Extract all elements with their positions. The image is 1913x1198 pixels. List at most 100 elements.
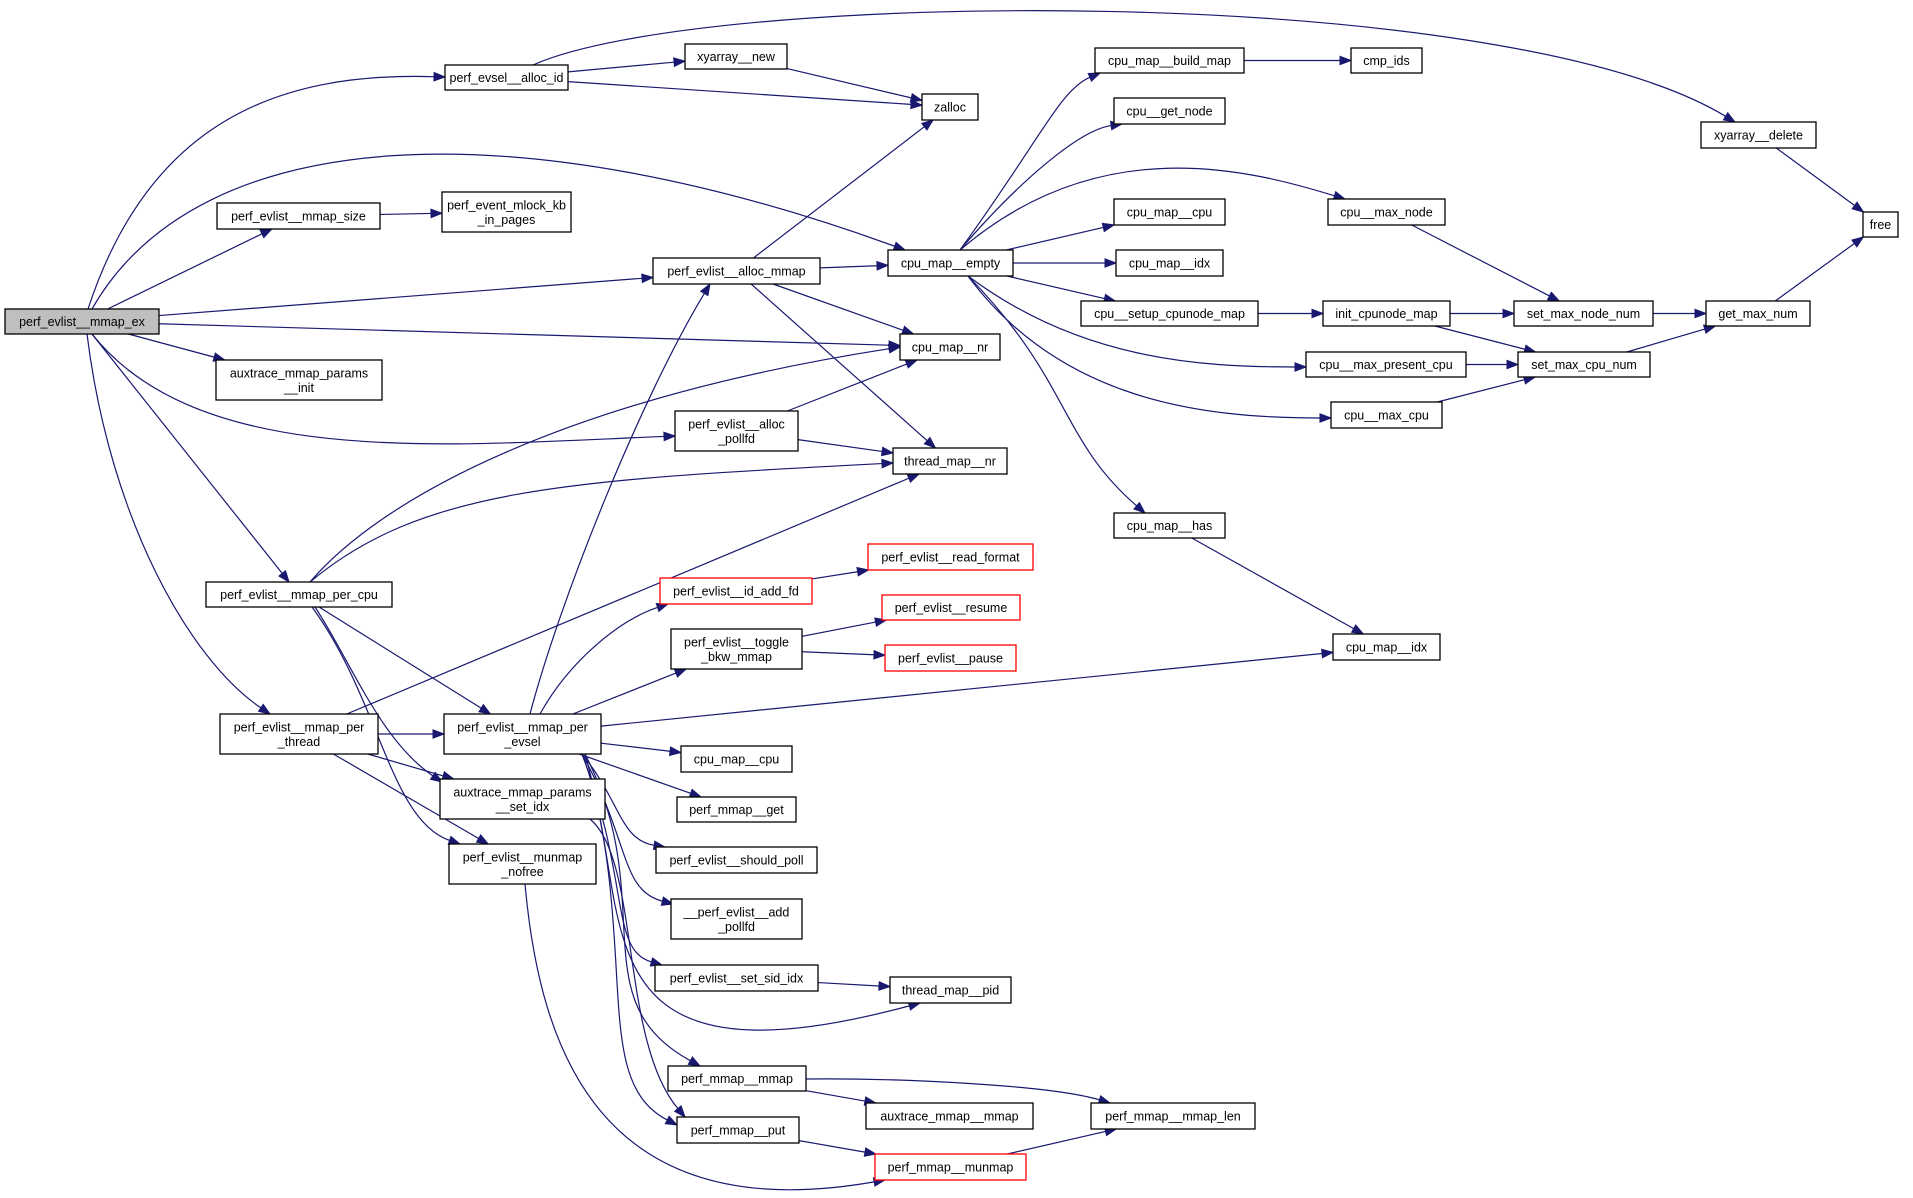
node-label: get_max_num (1718, 307, 1797, 321)
graph-node-evsel-alloc-id[interactable]: perf_evsel__alloc_id (444, 64, 569, 91)
arrowhead-icon (1546, 291, 1561, 302)
node-label: cpu_map__idx (1346, 641, 1428, 655)
graph-node-cpu-map-empty[interactable]: cpu_map__empty (887, 249, 1014, 277)
graph-node-mmap-per-thread[interactable]: perf_evlist__mmap_per_thread (219, 713, 379, 755)
node-label: _nofree (500, 865, 543, 879)
arrowhead-icon (904, 359, 919, 369)
graph-node-xyarray-delete[interactable]: xyarray__delete (1700, 121, 1817, 149)
graph-node-alloc-mmap[interactable]: perf_evlist__alloc_mmap (652, 257, 821, 285)
graph-node-mlock-kb[interactable]: perf_event_mlock_kb_in_pages (441, 191, 572, 233)
graph-node-toggle-bkw[interactable]: perf_evlist__toggle_bkw_mmap (670, 628, 803, 670)
node-box (1094, 47, 1245, 74)
call-edge (318, 606, 482, 709)
node-label: auxtrace_mmap_params (230, 366, 368, 380)
graph-node-cpu-map-idx[interactable]: cpu_map__idx (1115, 249, 1224, 277)
arrowhead-icon (1294, 362, 1308, 372)
arrowhead-icon (923, 436, 937, 449)
arrowhead-icon (909, 92, 924, 103)
graph-node-munmap-nofree[interactable]: perf_evlist__munmap_nofree (448, 843, 597, 885)
node-label: set_max_node_num (1527, 307, 1640, 321)
node-label: cpu__max_cpu (1344, 409, 1429, 423)
arrowhead-icon (663, 431, 677, 442)
node-box (889, 976, 1012, 1004)
graph-node-set-max-node-num[interactable]: set_max_node_num (1513, 300, 1654, 327)
call-edge (91, 153, 895, 310)
call-edge (1007, 1130, 1106, 1155)
graph-node-perf-mmap-munmap[interactable]: perf_mmap__munmap (874, 1153, 1027, 1181)
graph-node-zalloc[interactable]: zalloc (921, 93, 979, 121)
node-box (219, 713, 379, 755)
call-edge (1006, 226, 1104, 251)
arrowhead-icon (687, 1056, 702, 1067)
graph-node-cpu-map-nr[interactable]: cpu_map__nr (899, 333, 1001, 361)
graph-node-id-add-fd[interactable]: perf_evlist__id_add_fd (659, 577, 813, 605)
graph-node-cmp-ids[interactable]: cmp_ids (1350, 47, 1423, 74)
node-label: perf_mmap__mmap (681, 1072, 793, 1086)
graph-node-auxtrace-set-idx[interactable]: auxtrace_mmap_params__set_idx (439, 778, 606, 820)
arrowhead-icon (856, 566, 870, 577)
node-label: perf_evlist__mmap_per_cpu (220, 588, 378, 602)
graph-node-thread-map-pid[interactable]: thread_map__pid (889, 976, 1012, 1004)
node-box (1350, 47, 1423, 74)
graph-node-setup-cpunode[interactable]: cpu__setup_cpunode_map (1080, 300, 1259, 327)
graph-node-free[interactable]: free (1862, 211, 1899, 238)
graph-node-auxtrace-mmap-mmap[interactable]: auxtrace_mmap__mmap (865, 1102, 1034, 1130)
node-box (867, 543, 1034, 571)
node-label: perf_evlist__set_sid_idx (670, 972, 804, 986)
node-label: perf_mmap__put (691, 1124, 786, 1138)
graph-node-get-node[interactable]: cpu__get_node (1113, 97, 1226, 125)
call-edge (367, 753, 444, 777)
arrowhead-icon (906, 473, 921, 483)
call-edge (811, 571, 858, 580)
graph-node-thread-map-nr[interactable]: thread_map__nr (892, 447, 1008, 475)
graph-node-set-sid-idx[interactable]: perf_evlist__set_sid_idx (654, 964, 819, 992)
graph-node-cpu-map-has[interactable]: cpu_map__has (1113, 512, 1226, 539)
call-edge (524, 883, 875, 1191)
graph-node-max-node[interactable]: cpu__max_node (1327, 198, 1446, 226)
graph-node-add-pollfd[interactable]: __perf_evlist__add_pollfd (670, 898, 803, 940)
graph-node-init-cpunode[interactable]: init_cpunode_map (1322, 300, 1451, 327)
call-edge (87, 75, 435, 310)
arrowhead-icon (1319, 413, 1333, 423)
call-edge (346, 477, 910, 715)
graph-node-mmap-per-cpu[interactable]: perf_evlist__mmap_per_cpu (205, 581, 393, 608)
graph-node-get-max-num[interactable]: get_max_num (1705, 300, 1811, 327)
graph-node-perf-mmap-get[interactable]: perf_mmap__get (676, 796, 797, 823)
graph-node-max-present-cpu[interactable]: cpu__max_present_cpu (1305, 351, 1467, 378)
graph-node-build-map[interactable]: cpu_map__build_map (1094, 47, 1245, 74)
graph-node-mmap-size[interactable]: perf_evlist__mmap_size (216, 202, 381, 230)
call-edge (959, 76, 1091, 251)
graph-node-perf-mmap-put[interactable]: perf_mmap__put (676, 1116, 800, 1144)
graph-node-cpu-map-cpu[interactable]: cpu_map__cpu (1113, 198, 1226, 226)
call-edge (539, 606, 658, 715)
graph-node-mmap-ex[interactable]: perf_evlist__mmap_ex (4, 308, 160, 335)
graph-node-pause[interactable]: perf_evlist__pause (884, 644, 1017, 672)
node-box (1305, 351, 1467, 378)
graph-node-set-max-cpu-num[interactable]: set_max_cpu_num (1517, 351, 1651, 378)
graph-node-read-format[interactable]: perf_evlist__read_format (867, 543, 1034, 571)
call-edge (158, 277, 643, 317)
graph-node-perf-mmap-mmap[interactable]: perf_mmap__mmap (667, 1065, 807, 1092)
arrowhead-icon (880, 446, 895, 457)
arrowhead-icon (660, 896, 675, 906)
graph-node-perf-mmap-mmap-len[interactable]: perf_mmap__mmap_len (1090, 1102, 1256, 1130)
node-label: cpu_map__empty (901, 257, 1001, 271)
graph-node-max-cpu[interactable]: cpu__max_cpu (1330, 401, 1443, 429)
graph-node-cpu-map-cpu2[interactable]: cpu_map__cpu (680, 745, 793, 773)
node-label: cpu_map__build_map (1108, 54, 1231, 68)
arrowhead-icon (881, 458, 895, 469)
graph-node-resume[interactable]: perf_evlist__resume (881, 594, 1021, 621)
call-edge (1411, 224, 1550, 297)
graph-node-xyarray-new[interactable]: xyarray__new (684, 43, 788, 70)
call-edge (805, 1078, 1100, 1101)
node-label: set_max_cpu_num (1531, 358, 1637, 372)
arrowhead-icon (873, 649, 887, 660)
graph-node-alloc-pollfd[interactable]: perf_evlist__alloc_pollfd (674, 410, 799, 452)
arrowhead-icon (655, 602, 670, 613)
graph-node-auxtrace-init[interactable]: auxtrace_mmap_params__init (215, 359, 383, 401)
graph-node-mmap-per-evsel[interactable]: perf_evlist__mmap_per_evsel (443, 713, 602, 755)
graph-node-should-poll[interactable]: perf_evlist__should_poll (655, 846, 818, 874)
graph-node-cpu-map-idx2[interactable]: cpu_map__idx (1332, 633, 1441, 661)
node-label: cmp_ids (1363, 54, 1410, 68)
call-edge (578, 753, 691, 794)
